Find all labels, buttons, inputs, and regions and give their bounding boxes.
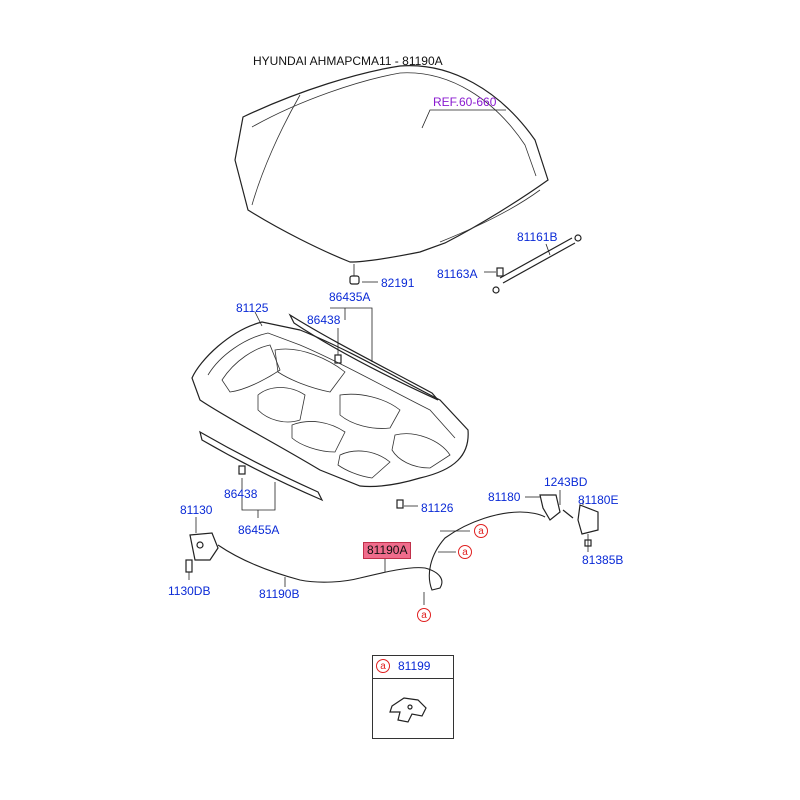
seal-front xyxy=(288,307,439,401)
part-label-81125[interactable]: 81125 xyxy=(236,301,269,315)
inset-callout-a: a xyxy=(376,659,390,673)
part-label-81163a[interactable]: 81163A xyxy=(437,267,478,281)
part-label-1130db[interactable]: 1130DB xyxy=(168,584,211,598)
hood-panel xyxy=(234,65,549,263)
part-label-86438-upper[interactable]: 86438 xyxy=(307,313,341,327)
part-label-82191[interactable]: 82191 xyxy=(381,276,415,290)
part-label-1243bd[interactable]: 1243BD xyxy=(544,475,588,489)
release-handle xyxy=(525,490,574,521)
part-label-86455a[interactable]: 86455A xyxy=(238,523,280,537)
clip-81126 xyxy=(396,499,418,509)
bracket-81180e xyxy=(577,500,599,552)
hood-latch xyxy=(185,517,219,580)
clip-81199-icon xyxy=(389,697,427,723)
cable-lower xyxy=(217,544,361,583)
seal-rear xyxy=(199,430,324,518)
part-label-81190a-highlighted[interactable]: 81190A xyxy=(363,542,412,559)
inset-header xyxy=(373,656,453,679)
part-label-81126[interactable]: 81126 xyxy=(421,501,454,515)
part-label-81180e[interactable]: 81180E xyxy=(578,493,619,507)
part-label-86435a[interactable]: 86435A xyxy=(329,290,371,304)
diagram-title: HYUNDAI AHMAPCMA11 - 81190A xyxy=(253,54,443,68)
ref-leader xyxy=(421,109,506,129)
cable-main xyxy=(359,511,546,591)
part-label-81385b[interactable]: 81385B xyxy=(582,553,624,567)
insulator-pad xyxy=(191,311,469,488)
part-label-81199[interactable]: 81199 xyxy=(398,659,431,673)
inset-box xyxy=(372,655,454,739)
callout-a-2: a xyxy=(458,545,472,559)
bumper-82191 xyxy=(349,264,378,285)
part-label-81190b[interactable]: 81190B xyxy=(259,587,300,601)
part-label-81161b[interactable]: 81161B xyxy=(517,230,558,244)
callout-a-3: a xyxy=(417,608,431,622)
reference-label[interactable]: REF.60-660 xyxy=(433,95,497,109)
hood-stay xyxy=(484,234,582,294)
part-label-81180[interactable]: 81180 xyxy=(488,490,521,504)
callout-a-1: a xyxy=(474,524,488,538)
part-label-81130[interactable]: 81130 xyxy=(180,503,213,517)
part-label-86438-lower[interactable]: 86438 xyxy=(224,487,258,501)
